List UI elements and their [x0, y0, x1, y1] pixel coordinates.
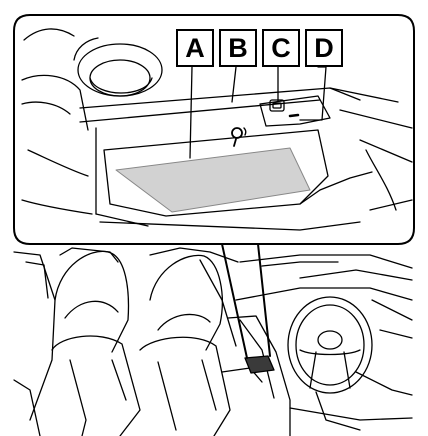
callout-label-c: C	[262, 29, 300, 67]
detail-view-frame	[14, 15, 414, 244]
callout-label-a: A	[176, 29, 214, 67]
callout-leader-right	[258, 244, 270, 356]
charger-location-marker	[245, 356, 274, 373]
car-interior-overview	[14, 248, 412, 436]
operation-indicator-lamp-icon	[290, 115, 298, 116]
callout-label-d: D	[305, 29, 343, 67]
callout-label-b: B	[219, 29, 257, 67]
